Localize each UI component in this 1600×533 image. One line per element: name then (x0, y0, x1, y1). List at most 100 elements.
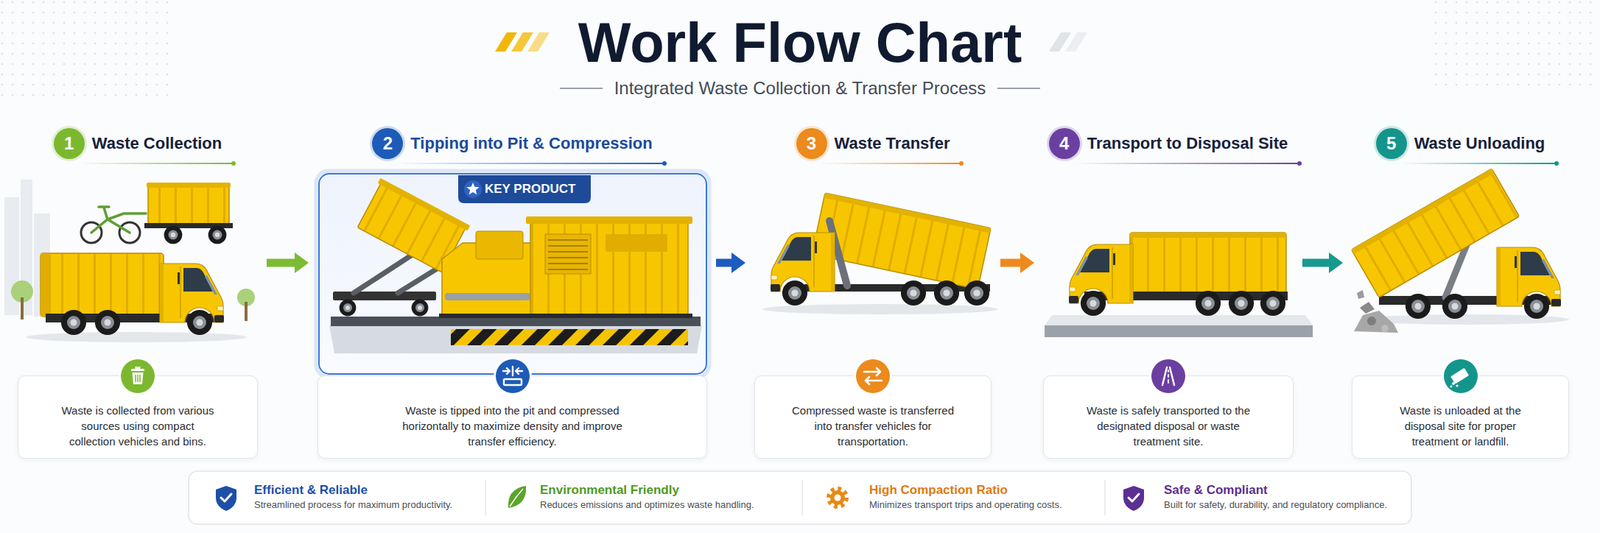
feature-text: Reduces emissions and optimizes waste ha… (539, 498, 755, 512)
compactor-scene (458, 175, 591, 204)
step-icon (120, 359, 155, 394)
compactor-scene (605, 234, 668, 252)
unloading-truck (1442, 293, 1468, 319)
image-area (1043, 159, 1294, 376)
process-step: 1Waste CollectionWaste is collected from… (17, 127, 258, 459)
unloading-truck (1353, 310, 1399, 333)
description-box: Waste is safely transported to the desig… (1043, 375, 1294, 459)
compactor-scene (339, 299, 357, 317)
flow-arrow (1000, 252, 1035, 274)
arrow-head (1328, 252, 1343, 274)
description-box: Waste is unloaded at the disposal site f… (1351, 375, 1570, 459)
unloading-truck (1367, 316, 1377, 326)
step-icon (1450, 368, 1469, 385)
collection-scene (33, 213, 51, 317)
step-icon (495, 359, 530, 394)
step-heading: Waste Transfer (834, 133, 951, 154)
collection-scene (81, 222, 140, 244)
flow-arrow (716, 252, 746, 274)
subtitle: Integrated Waste Collection & Transfer P… (0, 76, 1600, 101)
weighbridge-truck (1044, 232, 1313, 338)
chart-title: Work Flow Chart (0, 10, 1600, 76)
arrow-shaft (1000, 259, 1021, 268)
compactor-scene (464, 180, 482, 199)
collection-scene (40, 253, 51, 317)
heading-underline (821, 162, 963, 165)
unloading-truck (1359, 302, 1375, 314)
description-text: Waste is collected from various sources … (59, 402, 216, 450)
underline-dot (1554, 161, 1559, 166)
step-heading-row: 1Waste Collection (17, 127, 258, 160)
weighbridge-truck (1130, 232, 1287, 238)
process-step: 3Waste TransferCompressed waste is trans… (754, 127, 992, 459)
unloading-truck (1351, 168, 1520, 298)
feature-band (1123, 486, 1145, 512)
step-heading-row: 4 Transport to Disposal Site (1043, 127, 1294, 160)
unloading-truck (1381, 324, 1389, 333)
step-number: 5 (1376, 128, 1407, 160)
description-text: Waste is tipped into the pit and compres… (391, 402, 635, 450)
arrow-head (1020, 252, 1035, 274)
feature-heading: Safe & Compliant (1163, 482, 1268, 499)
compactor-scene (548, 240, 588, 270)
weighbridge-truck (1260, 290, 1286, 317)
step-icon (135, 374, 140, 383)
transfer-truck (770, 232, 835, 292)
compactor-scene (475, 231, 524, 260)
unloading-truck (1351, 168, 1520, 298)
step-icon (855, 359, 890, 394)
feature-band (188, 471, 1412, 525)
underline-dot (231, 161, 236, 166)
collection-scene (146, 182, 231, 188)
step-heading-row: 2Tipping into Pit & Compression (317, 127, 708, 160)
compactor-scene (332, 291, 437, 301)
unloading-truck (1405, 293, 1431, 319)
arrow-shaft (266, 259, 295, 268)
arrow-head (731, 252, 746, 274)
step-icon (503, 379, 522, 386)
weighbridge-truck (1228, 290, 1254, 317)
feature-item: Safe & CompliantBuilt for safety, durabi… (1163, 482, 1405, 512)
step-heading-row: 5 Waste Unloading (1351, 127, 1570, 160)
compactor-scene (525, 216, 693, 224)
collection-scene (25, 332, 247, 343)
step-icon (1443, 359, 1478, 394)
compactor-scene (439, 313, 693, 319)
step-icon (1440, 356, 1481, 397)
transfer-truck (770, 232, 835, 292)
step-heading: Transport to Disposal Site (1087, 133, 1289, 154)
step-heading: Waste Unloading (1414, 133, 1546, 154)
step-icon (1149, 357, 1188, 396)
feature-text: Minimizes transport trips and operating … (869, 498, 1063, 512)
step-icon (492, 356, 533, 397)
step-icon (503, 366, 523, 376)
step-icon (131, 369, 145, 372)
transfer-truck (964, 280, 990, 306)
process-step: 5 Waste UnloadingWaste is unloaded at the… (1351, 127, 1570, 459)
illustration (1429, 0, 1600, 89)
step-icon (493, 357, 532, 396)
compactor-scene (329, 325, 703, 354)
compactor-scene (545, 234, 591, 275)
arrow-shaft (1302, 259, 1329, 268)
transfer-truck (782, 280, 808, 306)
compactor-scene (450, 329, 689, 346)
feature-text: Built for safety, durability, and regula… (1163, 498, 1388, 512)
heading-underline (78, 162, 234, 165)
feature-band (508, 486, 526, 509)
compactor-scene (318, 173, 707, 375)
weighbridge-truck (1080, 290, 1106, 317)
weighbridge-truck (1044, 325, 1313, 338)
description-text: Waste is unloaded at the disposal site f… (1381, 402, 1540, 450)
step-icon (853, 357, 893, 396)
transfer-truck (762, 304, 999, 315)
step-heading-group: 1Waste Collection (53, 128, 222, 160)
collection-scene (208, 226, 227, 245)
description-box: Waste is collected from various sources … (17, 375, 258, 459)
step-number: 4 (1048, 128, 1080, 160)
step-icon (117, 356, 158, 397)
step-icon (1449, 386, 1452, 389)
description-box: Compressed waste is transferred into tra… (754, 375, 992, 459)
